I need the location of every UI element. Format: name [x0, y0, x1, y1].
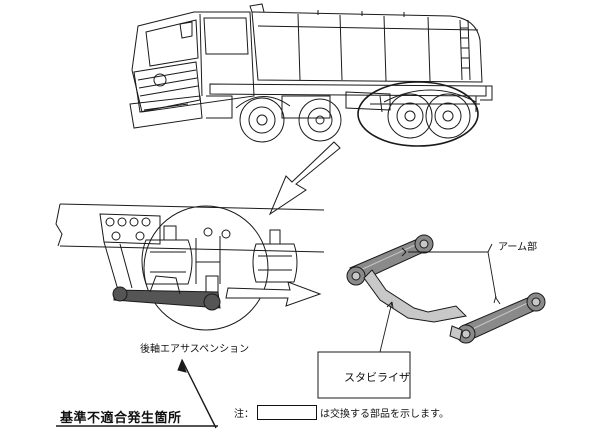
arm-leader-lines [401, 243, 501, 305]
frame-detail-view [55, 203, 325, 331]
note-legend-box [257, 405, 317, 420]
note-prefix: 注： [234, 409, 254, 420]
note-line: 注： は交換する部品を示します。 [234, 405, 449, 420]
pointer-arrow-large [268, 141, 341, 216]
stabilizer-leader-line [379, 301, 394, 353]
location-arrow [177, 358, 217, 429]
nonconforming-location-label: 基準不適合発生箇所 [60, 411, 182, 426]
stabilizer-label-box [317, 351, 411, 399]
pointer-arrow-small [225, 281, 322, 307]
stabilizer-label: スタビライザ [344, 371, 410, 384]
tanker-truck-illustration [129, 3, 493, 143]
note-text: は交換する部品を示します。 [320, 409, 449, 420]
highlight-ellipse [357, 81, 479, 147]
stabilizer-part [346, 234, 546, 344]
arm-label: アーム部 [498, 242, 538, 253]
rear-air-suspension-label: 後軸エアサスペンション [140, 344, 250, 355]
